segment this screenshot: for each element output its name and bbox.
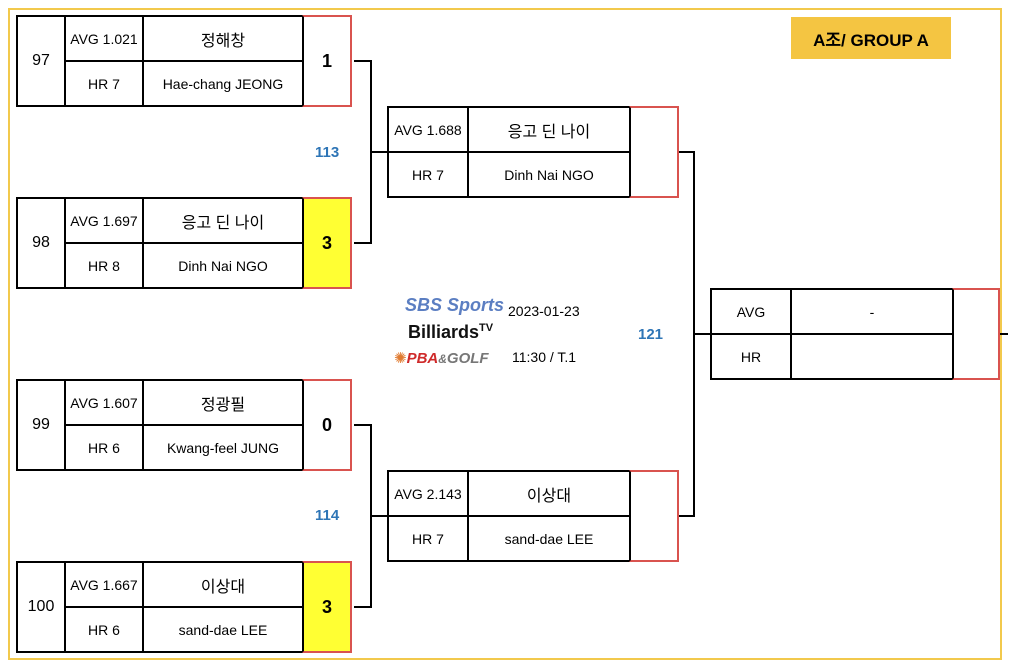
- match-date: 2023-01-23: [508, 303, 580, 319]
- seed-number: 99: [16, 379, 66, 471]
- player-name-kr: 이상대: [142, 561, 304, 608]
- player-score: 0: [302, 379, 352, 471]
- player-hr: HR: [710, 333, 792, 380]
- match-number-114: 114: [315, 507, 340, 524]
- tv-text: TV: [479, 322, 494, 334]
- player-name-kr: 응고 딘 나이: [142, 197, 304, 244]
- connector-line: [354, 242, 372, 244]
- player-avg: AVG 1.021: [64, 15, 144, 62]
- group-badge: A조/ GROUP A: [791, 17, 951, 59]
- billiards-text: Billiards: [408, 322, 480, 342]
- player-hr: HR 7: [387, 515, 469, 562]
- billiards-tv-logo: BilliardsTV: [408, 322, 493, 343]
- player-name-en: sand-dae LEE: [142, 606, 304, 653]
- connector-line: [679, 515, 695, 517]
- player-avg: AVG: [710, 288, 792, 335]
- player-hr: HR 7: [64, 60, 144, 107]
- player-name-en: sand-dae LEE: [467, 515, 631, 562]
- seed-number: 98: [16, 197, 66, 289]
- sbs-sports-text: SBS Sports: [405, 295, 505, 315]
- player-name-kr: 이상대: [467, 470, 631, 517]
- player-name-en: Dinh Nai NGO: [142, 242, 304, 289]
- final-card[interactable]: AVG HR -: [710, 288, 1002, 380]
- match-number-113: 113: [315, 144, 340, 161]
- player-avg: AVG 1.607: [64, 379, 144, 426]
- connector-line: [693, 333, 711, 335]
- player-hr: HR 6: [64, 606, 144, 653]
- player-avg: AVG 2.143: [387, 470, 469, 517]
- connector-line: [370, 515, 388, 517]
- player-hr: HR 7: [387, 151, 469, 198]
- seed-number: 97: [16, 15, 66, 107]
- player-name-kr: 정광필: [142, 379, 304, 426]
- player-score: [952, 288, 1000, 380]
- player-score: [629, 106, 679, 198]
- player-score: 1: [302, 15, 352, 107]
- connector-line: [354, 606, 372, 608]
- player-avg: AVG 1.688: [387, 106, 469, 153]
- player-card-100[interactable]: 100 AVG 1.667 HR 6 이상대 sand-dae LEE 3: [16, 561, 354, 653]
- connector-line: [354, 424, 372, 426]
- connector-line: [1000, 333, 1008, 335]
- player-name-kr: 정해창: [142, 15, 304, 62]
- player-card-97[interactable]: 97 AVG 1.021 HR 7 정해창 Hae-chang JEONG 1: [16, 15, 354, 107]
- peacock-icon: ✺: [394, 350, 407, 367]
- connector-line: [370, 151, 388, 153]
- pba-text: PBA: [406, 350, 439, 367]
- player-hr: HR 8: [64, 242, 144, 289]
- player-name-en: Hae-chang JEONG: [142, 60, 304, 107]
- player-score-winner: 3: [302, 561, 352, 653]
- player-avg: AVG 1.697: [64, 197, 144, 244]
- player-card-98[interactable]: 98 AVG 1.697 HR 8 응고 딘 나이 Dinh Nai NGO 3: [16, 197, 354, 289]
- golf-text: GOLF: [446, 350, 489, 367]
- player-score-winner: 3: [302, 197, 352, 289]
- seed-number: 100: [16, 561, 66, 653]
- connector-line: [354, 60, 372, 62]
- pba-golf-logo: ✺PBA&GOLF: [394, 349, 489, 367]
- round2-card-lee[interactable]: AVG 2.143 HR 7 이상대 sand-dae LEE: [387, 470, 679, 562]
- match-time-table: 11:30 / T.1: [512, 349, 577, 365]
- player-name-en: [790, 333, 954, 380]
- player-name-kr: -: [790, 288, 954, 335]
- player-avg: AVG 1.667: [64, 561, 144, 608]
- player-name-en: Kwang-feel JUNG: [142, 424, 304, 471]
- round2-card-ngo[interactable]: AVG 1.688 HR 7 응고 딘 나이 Dinh Nai NGO: [387, 106, 679, 198]
- player-name-en: Dinh Nai NGO: [467, 151, 631, 198]
- player-hr: HR 6: [64, 424, 144, 471]
- player-name-kr: 응고 딘 나이: [467, 106, 631, 153]
- match-number-121: 121: [638, 326, 664, 343]
- player-score: [629, 470, 679, 562]
- player-card-99[interactable]: 99 AVG 1.607 HR 6 정광필 Kwang-feel JUNG 0: [16, 379, 354, 471]
- connector-line: [679, 151, 695, 153]
- sbs-sports-logo: SBS Sports: [405, 295, 504, 316]
- amp-text: &: [438, 352, 447, 366]
